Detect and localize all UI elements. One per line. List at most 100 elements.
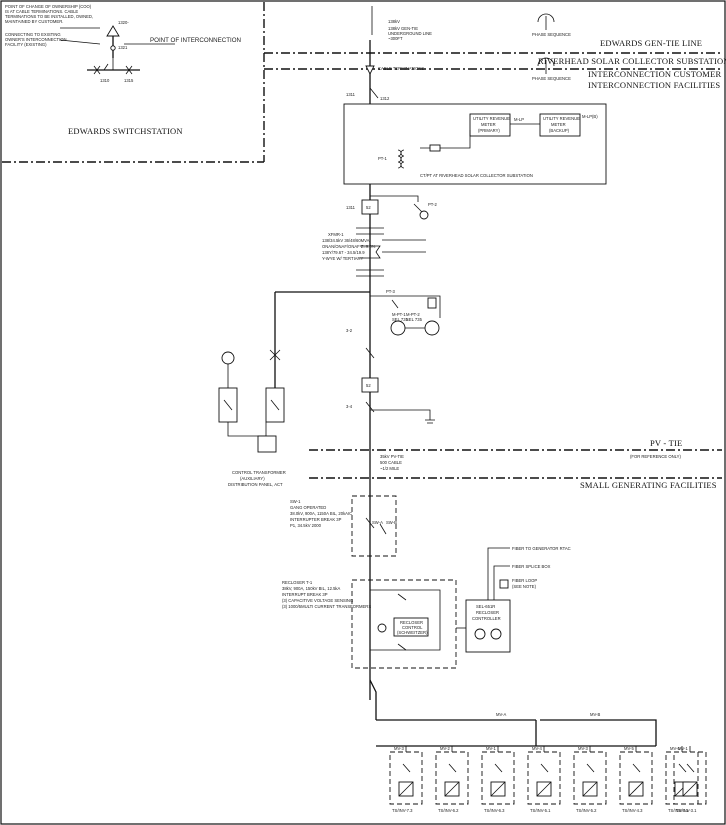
mlp2-label: M-LP(B) xyxy=(582,114,598,119)
svg-text:500 CABLE: 500 CABLE xyxy=(380,460,402,465)
svg-text:1312: 1312 xyxy=(380,96,390,101)
primary-meter: UTILITY REVENUE METER (PRIMARY) xyxy=(469,113,511,137)
sw1-label: SW-1 GANG OPERATED 38.0kV, 900A, 1150A B… xyxy=(290,499,352,528)
poi-switch-assembly: 1320- 1321 POINT OF INTERCONNECTION 1310… xyxy=(59,20,241,83)
cable-termination-top: CABLE TERMINATIONS 1311 1312 xyxy=(346,65,424,101)
inverter-station: TS/INV-6.3MV-1 xyxy=(481,746,515,813)
sw-a-label: SW-A xyxy=(372,520,383,525)
svg-text:SEL 735: SEL 735 xyxy=(392,317,409,322)
backup-meter: UTILITY REVENUE METER (BACKUP) xyxy=(539,113,581,137)
inverter-label: TS/INV-5.1 xyxy=(530,808,551,813)
recloser-interior: RECLOSER CONTROL (SCHWEITZER) xyxy=(370,589,441,651)
svg-text:1311: 1311 xyxy=(346,92,356,97)
pt2-assembly: PT-2 xyxy=(370,195,438,220)
inverter-label: TS/INV-7.3 xyxy=(392,808,413,813)
mpt2-meter-icon xyxy=(424,320,440,336)
svg-text:35kV PV-TIE: 35kV PV-TIE xyxy=(380,454,404,459)
inverter-group: TS/INV-7.3MV-3TS/INV-6.2MV-2TS/INV-6.3MV… xyxy=(389,746,707,813)
sw-b-label: SW-B xyxy=(386,520,397,525)
svg-text:PT-3: PT-3 xyxy=(386,289,396,294)
svg-text:GANG OPERATED: GANG OPERATED xyxy=(290,505,326,510)
svg-text:SEL-651R: SEL-651R xyxy=(476,604,495,609)
svg-text:ONAN/ONAF/ONAF Z=9.0%: ONAN/ONAF/ONAF Z=9.0% xyxy=(322,244,376,249)
collector-substation-label: RIVERHEAD SOLAR COLLECTOR SUBSTATION xyxy=(538,56,726,66)
fuse-icon xyxy=(269,349,281,361)
sw-a-switch xyxy=(365,517,375,529)
inverter-station: TS/INV-4.3 MV-5 xyxy=(619,746,653,813)
svg-text:UTILITY REVENUE: UTILITY REVENUE xyxy=(543,116,580,121)
svg-text:(SCHWEITZER): (SCHWEITZER) xyxy=(397,630,428,635)
svg-text:FIBER LOOP: FIBER LOOP xyxy=(512,578,537,583)
svg-text:RECLOSER T-1: RECLOSER T-1 xyxy=(282,580,313,585)
svg-text:P1, 34.5kV 2000: P1, 34.5kV 2000 xyxy=(290,523,322,528)
poi-label: POINT OF INTERCONNECTION xyxy=(150,37,241,44)
aux-metering-branch: CONTROL TRANSFORMER (AUXILIARY) DISTRIBU… xyxy=(218,349,286,487)
inverter-station: TS/INV-7.3 MV-3 xyxy=(389,746,423,813)
svg-text:CONTROLLER: CONTROLLER xyxy=(472,616,501,621)
svg-text:INTERRUPT BREAK 3P: INTERRUPT BREAK 3P xyxy=(282,592,328,597)
inverter-label: TS/INV-4.1 xyxy=(668,808,689,813)
svg-text:RECLOSER: RECLOSER xyxy=(400,620,423,625)
feeder-b-label: MV-B xyxy=(590,712,600,717)
inverter-label: TS/INV-5.2 xyxy=(576,808,597,813)
svg-text:METER: METER xyxy=(551,122,566,127)
inverter-station: TS/INV-5.2MV-3 xyxy=(573,746,607,813)
svg-text:CONTROL TRANSFORMER: CONTROL TRANSFORMER xyxy=(232,470,286,475)
feeder-label: MV-1 xyxy=(678,746,688,751)
svg-text:38kV, 900A, 150kV BIL, 12.5kA: 38kV, 900A, 150kV BIL, 12.5kA xyxy=(282,586,340,591)
inverter-station: TS/INV-5.1 MV-4 xyxy=(527,746,561,813)
fiber-callouts: FIBER TO GENERATOR RTAC FIBER SPLICE BOX… xyxy=(487,546,571,600)
feeder-label: MV-3 xyxy=(394,746,404,751)
svg-text:1320-: 1320- xyxy=(118,20,129,25)
svg-text:TERMINATIONS TO BE INSTALLED,: TERMINATIONS TO BE INSTALLED, OWNED, xyxy=(5,14,93,19)
svg-text:138Y/79.67 - 34.5/19.9: 138Y/79.67 - 34.5/19.9 xyxy=(322,250,365,255)
poi-dot-icon xyxy=(110,45,116,51)
customer-facilities-label-2: INTERCONNECTION FACILITIES xyxy=(588,80,720,90)
poi-note: POINT OF CHANGE OF OWNERSHIP (COO) IS AT… xyxy=(5,4,93,24)
sw1-enclosure xyxy=(351,495,397,557)
svg-text:M-PT-2: M-PT-2 xyxy=(406,312,420,317)
svg-text:FIBER TO GENERATOR RTAC: FIBER TO GENERATOR RTAC xyxy=(512,546,571,551)
ground-switch-icon xyxy=(370,409,435,424)
pv-tie-label: PV - TIE xyxy=(650,438,682,448)
feeder-label: MV-2 xyxy=(440,746,450,751)
inverter-label: TS/INV-4.3 xyxy=(622,808,643,813)
feeder-drop xyxy=(369,679,377,720)
svg-text:METER: METER xyxy=(481,122,496,127)
main-transformer: XFMR-1 138/34.5kV 36/48/60MVA ONAN/ONAF/… xyxy=(322,227,426,277)
svg-text:CABLE TERMINATIONS: CABLE TERMINATIONS xyxy=(378,66,424,71)
svg-text:CONTROL: CONTROL xyxy=(402,625,423,630)
breaker-52-b xyxy=(361,377,379,393)
svg-text:PHASE SEQUENCE: PHASE SEQUENCE xyxy=(532,32,571,37)
svg-text:1321: 1321 xyxy=(118,45,128,50)
svg-text:DISTRIBUTION PANEL, ACT: DISTRIBUTION PANEL, ACT xyxy=(228,482,283,487)
mlp-label: M-LP xyxy=(514,117,524,122)
svg-text:UTILITY REVENUE: UTILITY REVENUE xyxy=(473,116,510,121)
breaker-52-a xyxy=(361,199,379,215)
svg-text:(AUXILIARY): (AUXILIARY) xyxy=(240,476,265,481)
svg-text:138kV: 138kV xyxy=(388,19,400,24)
svg-text:OWNER'S INTERCONNECTION: OWNER'S INTERCONNECTION xyxy=(5,37,67,42)
phase-sequence-1: PHASE SEQUENCE xyxy=(532,13,571,37)
sw-b-switch xyxy=(379,523,387,535)
svg-text:POINT OF CHANGE OF OWNERSHIP (: POINT OF CHANGE OF OWNERSHIP (COO) xyxy=(5,4,92,9)
customer-facilities-label-1: INTERCONNECTION CUSTOMER xyxy=(588,69,721,79)
sel-controller-label: SEL-651R RECLOSER CONTROLLER xyxy=(472,604,502,640)
inverter-label: TS/INV-3.1 xyxy=(676,808,697,813)
mpt1-meter-icon xyxy=(390,320,406,336)
svg-text:(BACKUP): (BACKUP) xyxy=(549,128,570,133)
pt1-transformer: PT-1 xyxy=(378,144,441,169)
feeder-a-label: MV-A xyxy=(496,712,506,717)
svg-text:~300FT: ~300FT xyxy=(388,36,403,41)
svg-text:(PRIMARY): (PRIMARY) xyxy=(478,128,500,133)
svg-text:(SEE NOTE): (SEE NOTE) xyxy=(512,584,537,589)
small-generating-label: SMALL GENERATING FACILITIES xyxy=(580,480,717,490)
feeder-label: MV-4 xyxy=(532,746,542,751)
svg-text:CONNECTING TO EXISTING: CONNECTING TO EXISTING xyxy=(5,32,61,37)
svg-text:PT-2: PT-2 xyxy=(428,202,438,207)
feeder-label: MV-5 xyxy=(624,746,634,751)
edwards-switchstation-label: EDWARDS SWITCHSTATION xyxy=(68,126,183,136)
switch-3 xyxy=(365,347,375,359)
